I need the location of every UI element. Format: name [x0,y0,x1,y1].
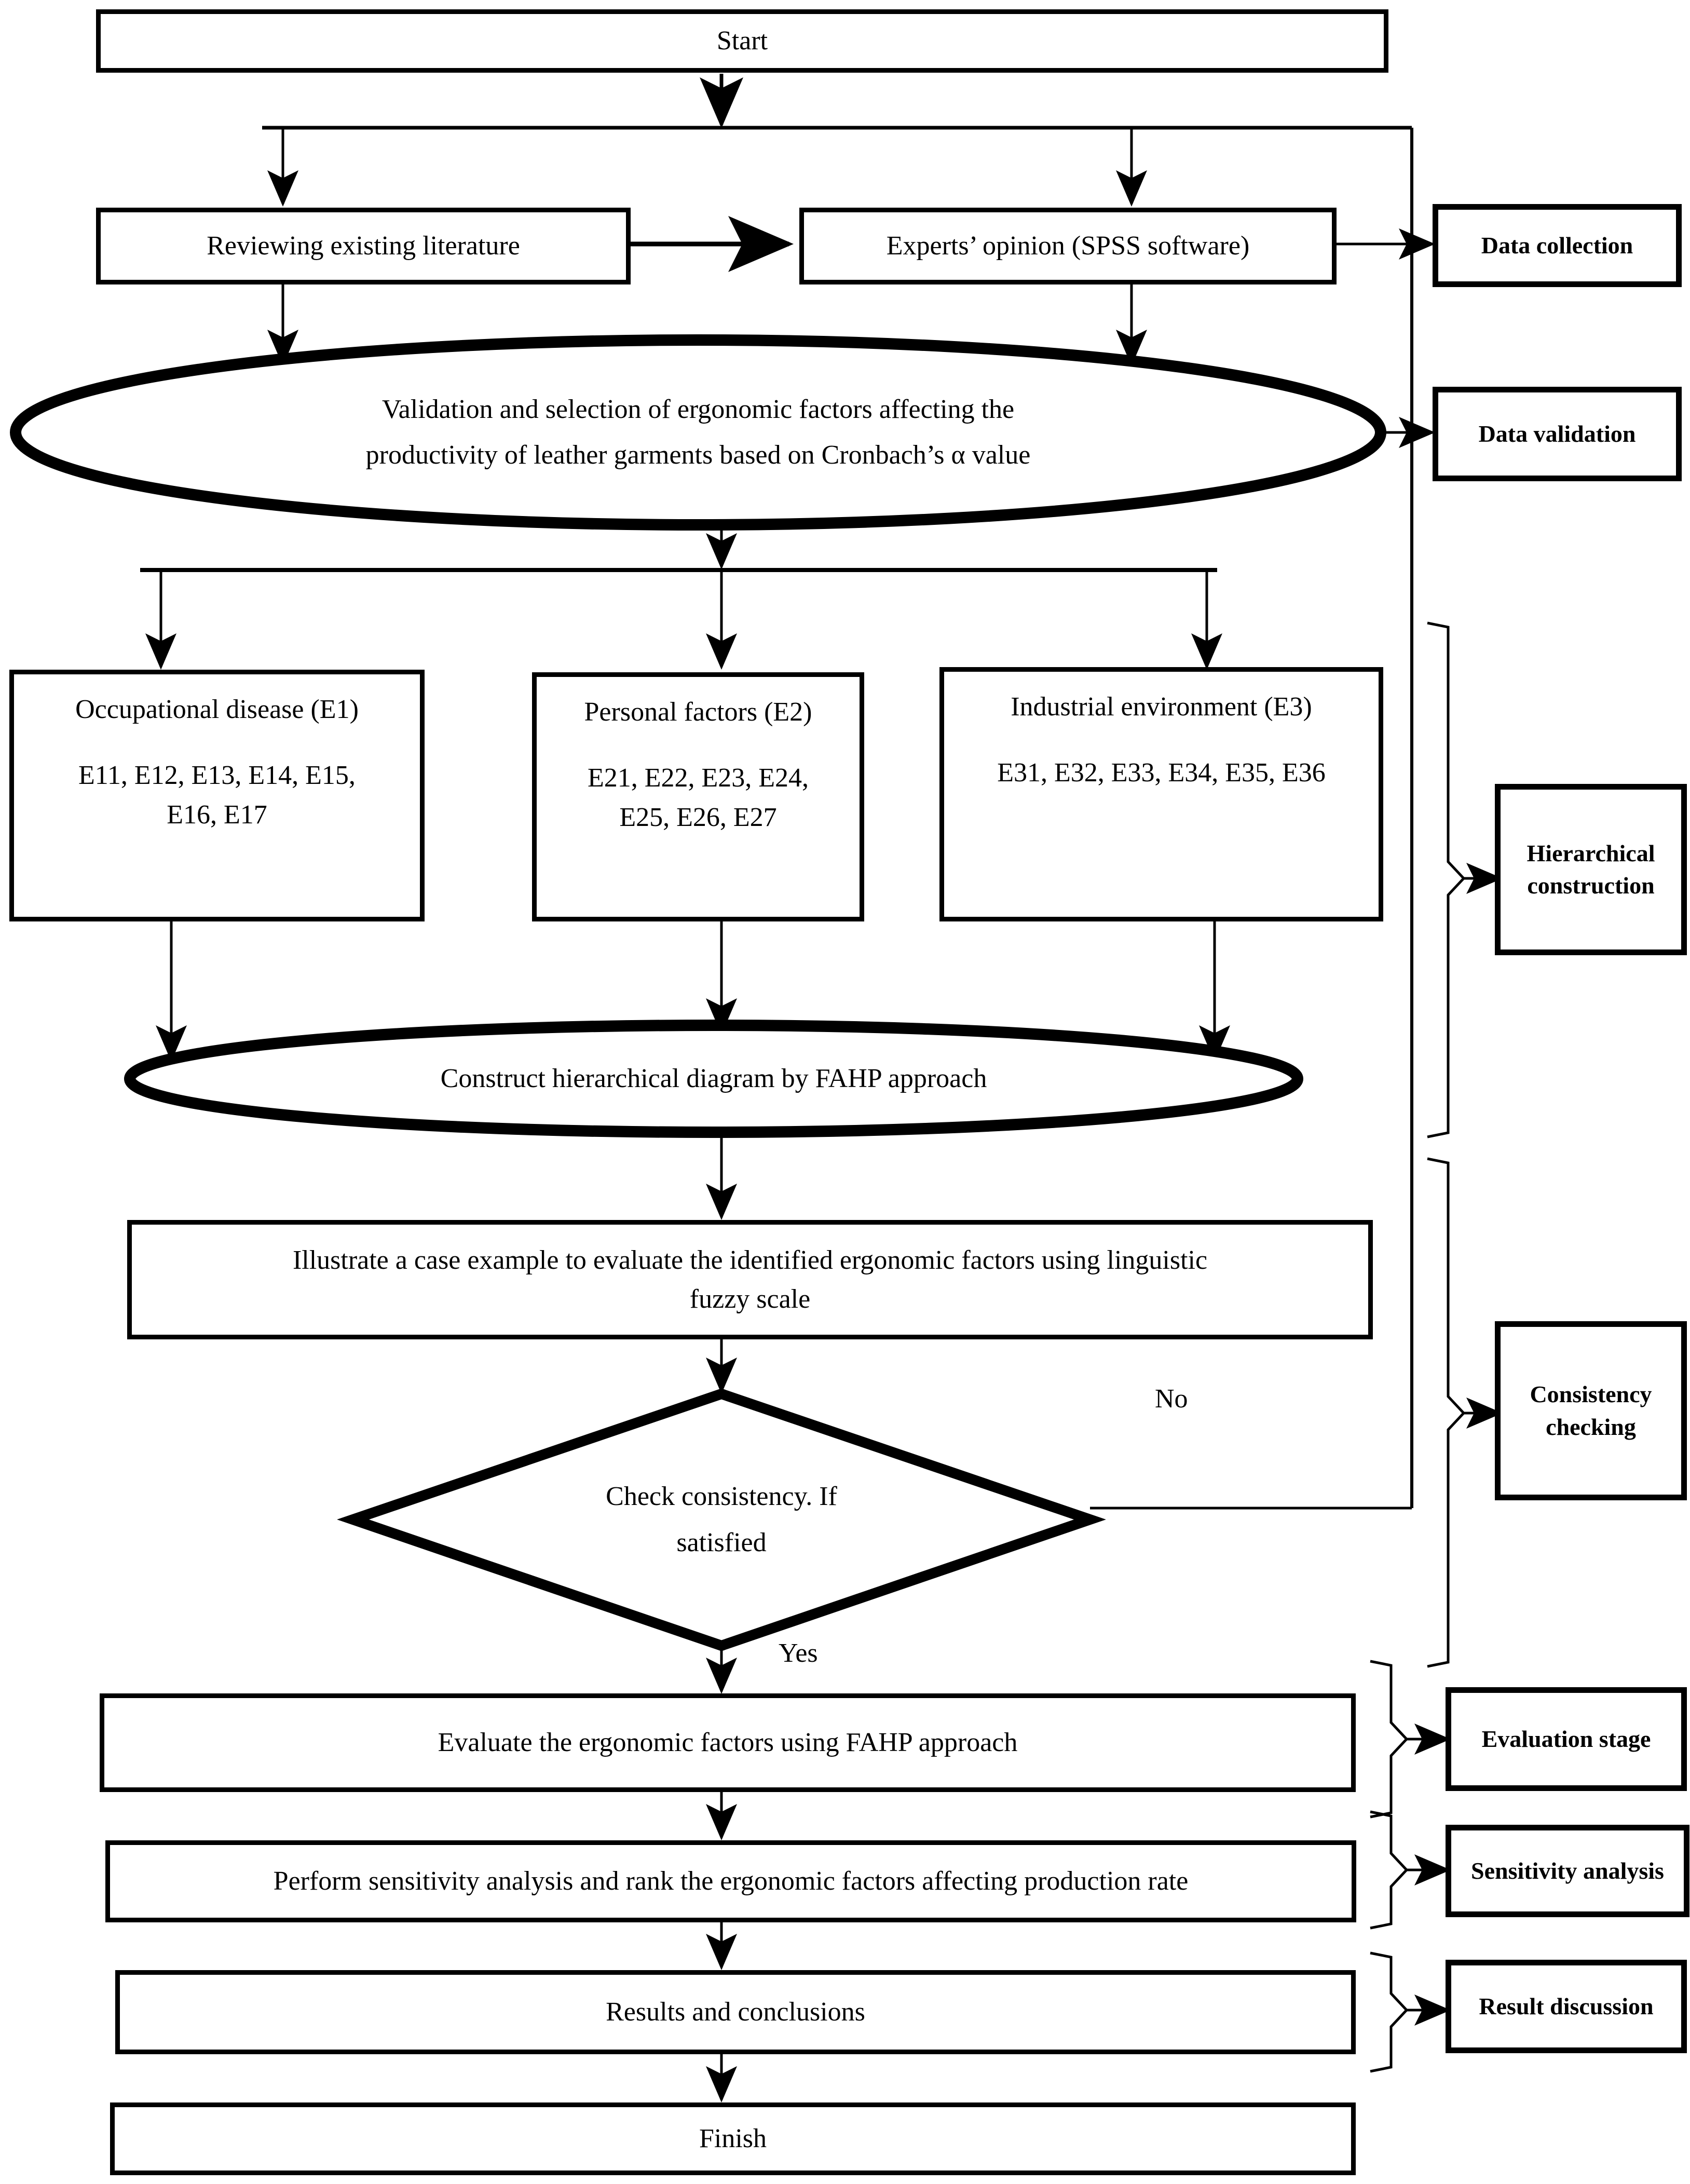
consistency-checking-line-1: Consistency [1530,1381,1652,1408]
node-category-personal-factors[interactable]: Personal factors (E2) E21, E22, E23, E24… [532,672,864,921]
node-results-conclusions-label: Results and conclusions [606,1997,865,2027]
case-example-line-1: Illustrate a case example to evaluate th… [292,1245,1208,1275]
hierarchical-construction-line-2: construction [1527,872,1655,899]
ellipse-validation [10,334,1386,531]
stage-label-evaluation-stage-text: Evaluation stage [1481,1725,1651,1752]
node-evaluate-factors[interactable]: Evaluate the ergonomic factors using FAH… [100,1693,1356,1792]
stage-brace-group [1370,621,1503,2073]
category-1-codes-line-1: E11, E12, E13, E14, E15, [78,761,356,791]
ellipse-construct-hierarchy [124,1020,1303,1138]
node-review-literature-label: Reviewing existing literature [207,231,520,261]
node-experts-opinion[interactable]: Experts’ opinion (SPSS software) [799,208,1337,284]
stage-label-hierarchical-construction[interactable]: Hierarchical construction [1495,784,1687,955]
node-review-literature[interactable]: Reviewing existing literature [96,208,631,284]
node-experts-opinion-label: Experts’ opinion (SPSS software) [886,231,1250,261]
stage-label-sensitivity-analysis-text: Sensitivity analysis [1471,1857,1664,1884]
category-2-codes-line-1: E21, E22, E23, E24, [587,763,809,793]
category-3-title: Industrial environment (E3) [1011,692,1312,722]
node-finish-label: Finish [699,2124,767,2154]
node-results-conclusions[interactable]: Results and conclusions [115,1970,1356,2054]
stage-label-sensitivity-analysis[interactable]: Sensitivity analysis [1446,1825,1689,1917]
category-3-codes-line-1: E31, E32, E33, E34, E35, E36 [997,758,1326,788]
edge-label-no: No [1155,1384,1188,1414]
decision-diamond [337,1388,1106,1651]
stage-label-consistency-checking[interactable]: Consistency checking [1495,1321,1687,1500]
node-sensitivity-rank[interactable]: Perform sensitivity analysis and rank th… [105,1840,1356,1922]
hierarchical-construction-line-1: Hierarchical [1527,839,1655,866]
case-example-line-2: fuzzy scale [689,1284,811,1314]
category-1-title: Occupational disease (E1) [75,695,359,724]
shape-outline-group [10,334,1386,1651]
node-case-example[interactable]: Illustrate a case example to evaluate th… [127,1220,1373,1339]
category-1-codes-line-2: E16, E17 [167,799,267,830]
stage-label-data-validation[interactable]: Data validation [1433,387,1682,481]
node-evaluate-factors-label: Evaluate the ergonomic factors using FAH… [438,1728,1018,1758]
node-start-label: Start [716,26,768,56]
node-category-occupational-disease[interactable]: Occupational disease (E1) E11, E12, E13,… [9,670,425,921]
node-category-industrial-environment[interactable]: Industrial environment (E3) E31, E32, E3… [939,667,1383,921]
stage-label-result-discussion[interactable]: Result discussion [1446,1960,1687,2053]
stage-label-result-discussion-text: Result discussion [1479,1992,1654,2019]
stage-label-data-collection[interactable]: Data collection [1433,204,1682,287]
consistency-checking-line-2: checking [1546,1413,1636,1440]
category-2-title: Personal factors (E2) [584,697,812,727]
node-start[interactable]: Start [96,9,1388,73]
stage-label-evaluation-stage[interactable]: Evaluation stage [1446,1687,1687,1791]
stage-label-data-collection-text: Data collection [1481,232,1633,259]
category-2-codes-line-2: E25, E26, E27 [619,802,777,832]
stage-label-data-validation-text: Data validation [1478,420,1636,447]
node-finish[interactable]: Finish [110,2102,1356,2175]
node-sensitivity-rank-label: Perform sensitivity analysis and rank th… [273,1866,1189,1896]
edge-label-yes: Yes [779,1638,818,1668]
